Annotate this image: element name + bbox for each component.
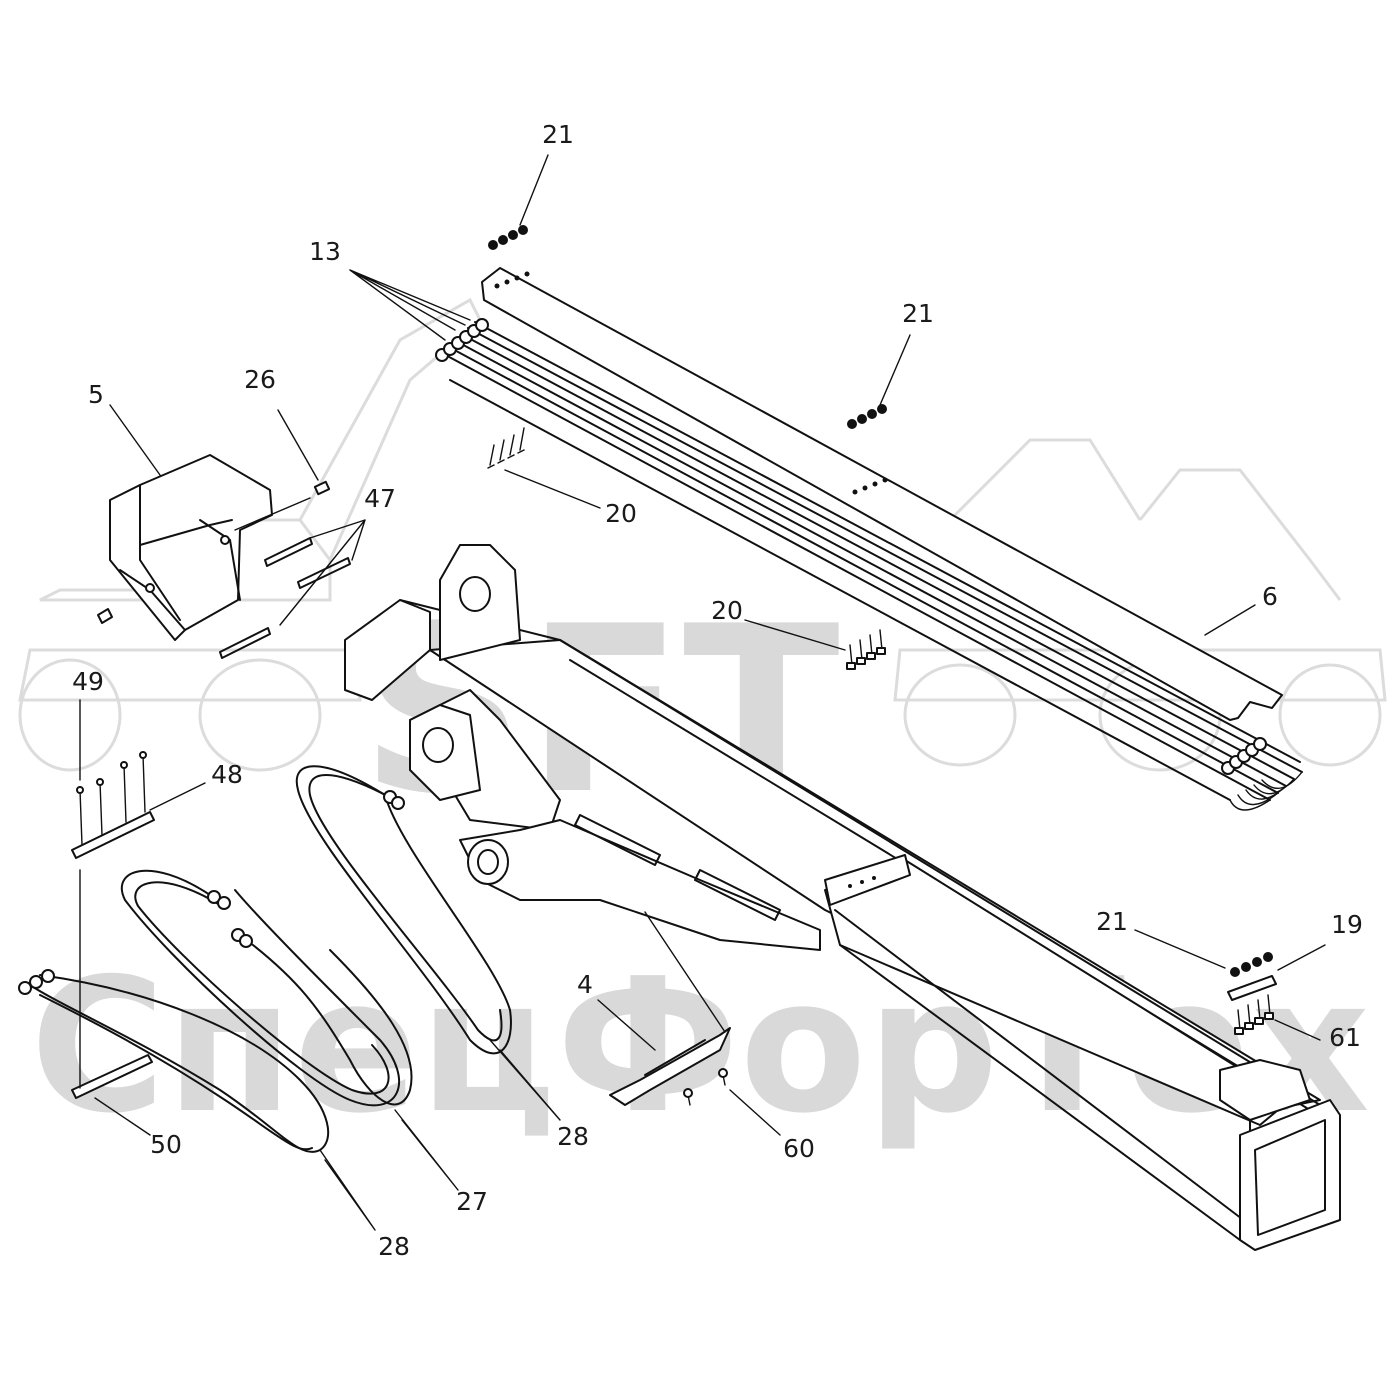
callout-50: 50 <box>150 1130 182 1159</box>
callout-61: 61 <box>1329 1023 1361 1052</box>
cover-bolt-holes <box>494 271 888 495</box>
screw-set-60 <box>683 1068 728 1106</box>
callout-6: 6 <box>1262 582 1278 611</box>
bolt-set-61 <box>1234 994 1274 1035</box>
callout-21-middle: 21 <box>902 299 934 328</box>
hose-loop-28-upper <box>295 765 512 1055</box>
hose-loop-28-middle <box>231 928 413 1106</box>
callout-28-bottom: 28 <box>378 1232 410 1261</box>
hose-bundle-13 <box>435 318 1303 811</box>
bolt-set-20-upper <box>487 427 525 469</box>
callout-5: 5 <box>88 380 104 409</box>
callout-27: 27 <box>456 1187 488 1216</box>
leader-lines <box>79 154 1326 1231</box>
callout-28-right: 28 <box>557 1122 589 1151</box>
pin-set-47 <box>219 537 351 659</box>
pin-26 <box>313 480 331 496</box>
callout-26: 26 <box>244 365 276 394</box>
callout-60: 60 <box>783 1134 815 1163</box>
head-guard-5 <box>97 454 273 641</box>
callout-49: 49 <box>72 667 104 696</box>
callout-21-lower: 21 <box>1096 907 1128 936</box>
hose-end-fittings <box>435 318 1267 775</box>
boom-top-cover <box>481 267 1283 721</box>
guard-plate-4 <box>609 1027 731 1106</box>
hose-loop-27 <box>120 869 401 1107</box>
callout-47: 47 <box>364 484 396 513</box>
callout-13: 13 <box>309 237 341 266</box>
main-boom <box>344 544 1341 1251</box>
callout-19: 19 <box>1331 910 1363 939</box>
bolt-set-49 <box>76 751 147 846</box>
callout-labels: 21 13 21 5 26 47 20 6 20 49 48 21 19 4 6… <box>72 120 1363 1261</box>
nut-set-21-middle <box>847 404 887 429</box>
callout-48: 48 <box>211 760 243 789</box>
callout-20-lower: 20 <box>711 596 743 625</box>
callout-4: 4 <box>577 970 593 999</box>
bracket-50 <box>71 869 153 1099</box>
callout-21-top: 21 <box>542 120 574 149</box>
nut-set-21-top <box>488 225 528 250</box>
plate-19 <box>1227 975 1277 1001</box>
callout-20-upper: 20 <box>605 499 637 528</box>
nut-set-21-lower <box>1230 952 1273 977</box>
clamp-strip-48 <box>71 811 155 859</box>
bolt-set-20-lower <box>846 629 886 670</box>
